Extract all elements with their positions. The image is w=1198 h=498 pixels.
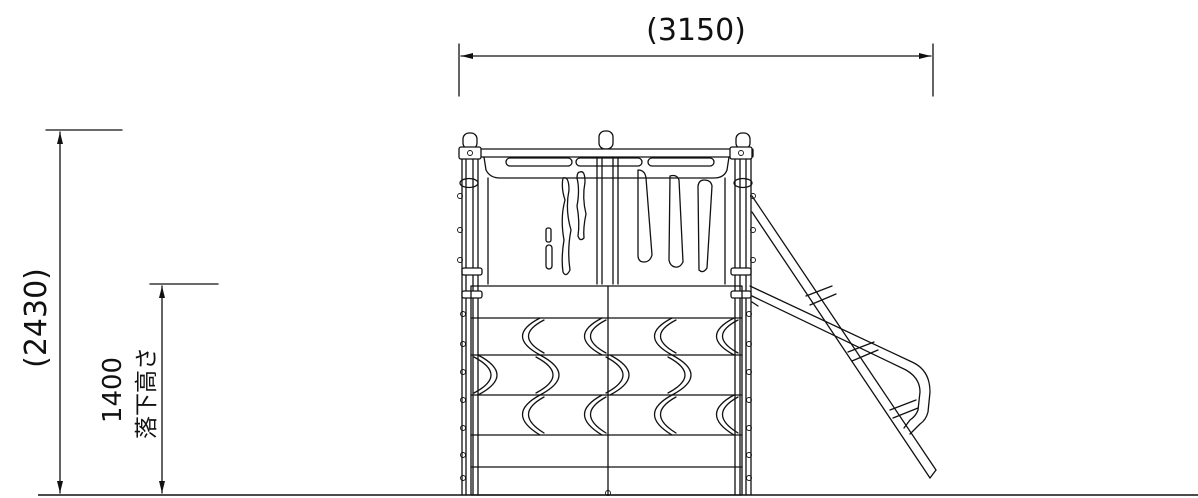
width-dimension: (3150) — [458, 13, 934, 97]
climbing-wall — [470, 285, 743, 496]
total-height-dimension: (2430) — [19, 129, 123, 494]
top-rail — [458, 146, 754, 160]
right-posts — [734, 147, 756, 496]
post-fittings — [459, 177, 753, 299]
fall-height-caption: 落下高さ — [134, 347, 160, 439]
width-label: (3150) — [646, 13, 746, 48]
post-caps — [462, 130, 751, 150]
upper-panel — [483, 156, 730, 285]
total-height-label: (2430) — [19, 268, 54, 368]
side-ladder — [749, 195, 937, 479]
crescent-holds — [473, 317, 739, 436]
left-posts — [457, 147, 479, 496]
play-structure — [457, 130, 937, 496]
fall-height-value: 1400 — [98, 357, 128, 423]
fall-height-dimension: 1400 落下高さ — [98, 283, 219, 494]
